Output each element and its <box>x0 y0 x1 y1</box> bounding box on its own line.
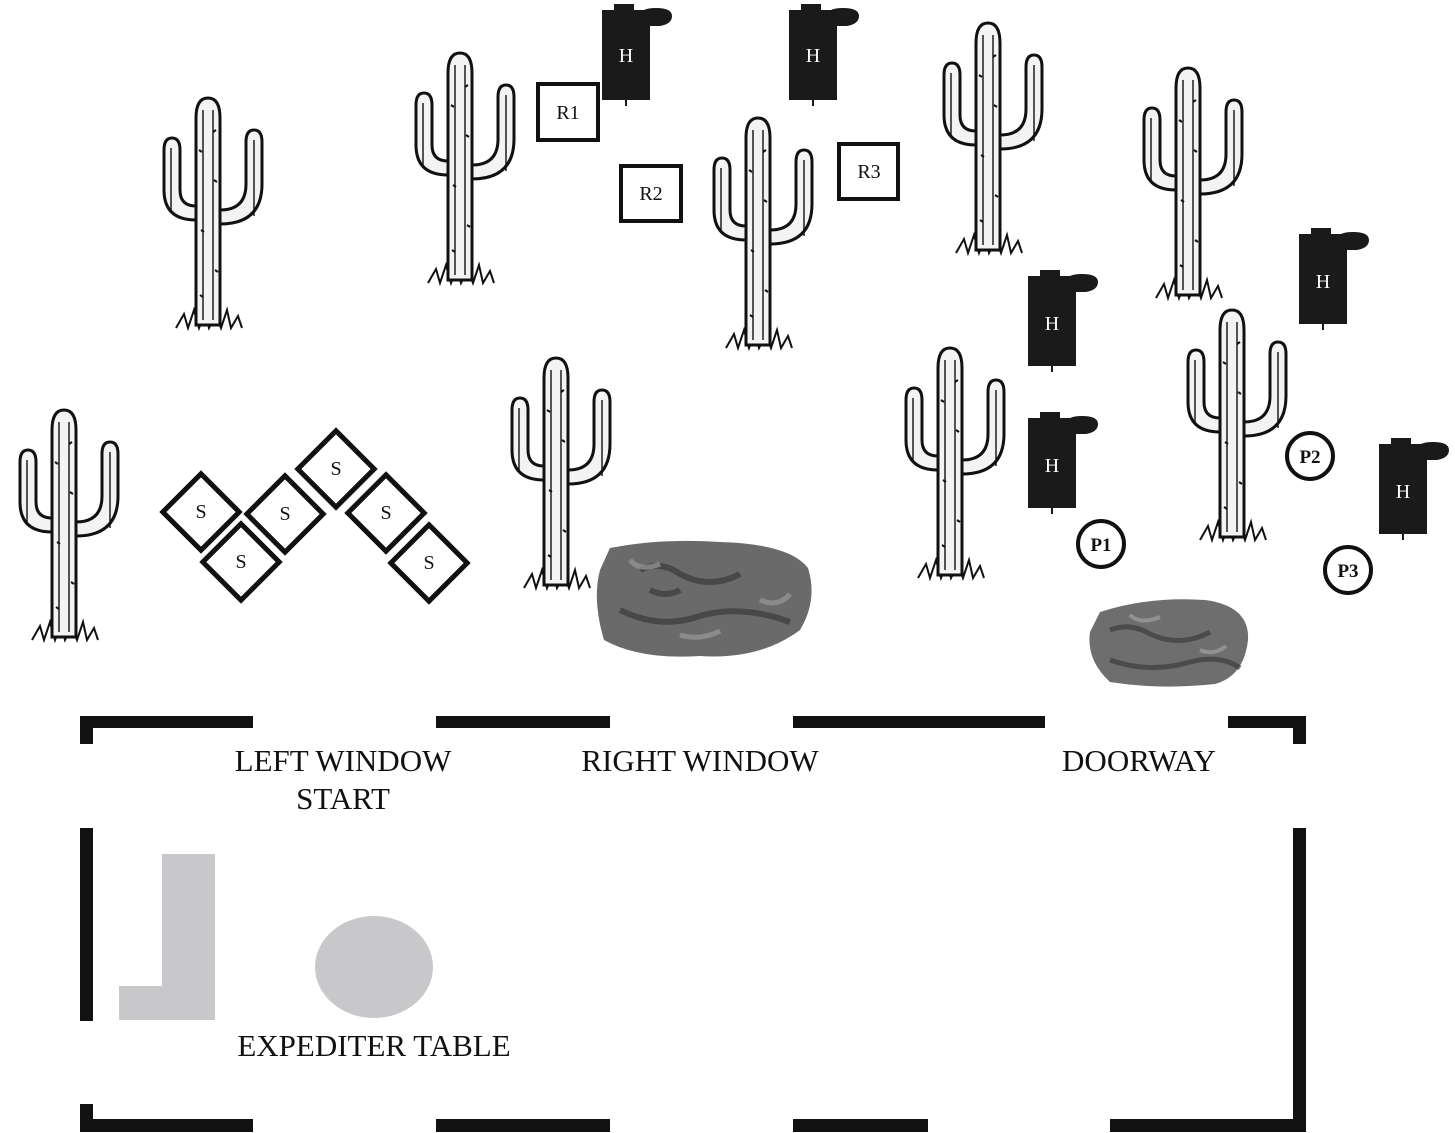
svg-text:R2: R2 <box>639 183 662 205</box>
svg-text:S: S <box>279 503 290 525</box>
svg-text:P2: P2 <box>1299 447 1320 468</box>
svg-text:R1: R1 <box>556 102 579 124</box>
cactus-icon-7 <box>512 358 610 588</box>
svg-text:S: S <box>380 502 391 524</box>
cactus-icon-2 <box>416 53 514 283</box>
cactus-icon-8 <box>906 348 1004 578</box>
cactus-icon-1 <box>164 98 262 328</box>
svg-text:S: S <box>235 551 246 573</box>
svg-text:S: S <box>195 501 206 523</box>
target-h-2: H <box>789 4 859 106</box>
boulder-icon-2 <box>1089 599 1248 686</box>
cactus-icon-4 <box>944 23 1042 253</box>
svg-text:H: H <box>806 45 820 67</box>
svg-text:S: S <box>330 458 341 480</box>
cactus-icon-5 <box>1144 68 1242 298</box>
target-p3: P3 <box>1325 547 1371 593</box>
cactus-icon-6 <box>20 410 118 640</box>
svg-text:H: H <box>1045 313 1059 335</box>
target-r3: R3 <box>839 144 898 199</box>
target-p2: P2 <box>1287 433 1333 479</box>
start-label: START <box>296 781 390 816</box>
svg-text:H: H <box>619 45 633 67</box>
cactus-icon-3 <box>714 118 812 348</box>
expediter-table <box>315 916 433 1018</box>
left-window-label: LEFT WINDOW <box>235 743 452 778</box>
boulder-icon-1 <box>597 541 812 657</box>
cactus-icon-9 <box>1188 310 1286 540</box>
expediter-table-label: EXPEDITER TABLE <box>237 1028 510 1063</box>
svg-text:P1: P1 <box>1090 535 1111 556</box>
svg-text:R3: R3 <box>857 161 880 183</box>
building-walls <box>80 716 1306 1132</box>
doorway-label: DOORWAY <box>1062 743 1216 778</box>
svg-text:P3: P3 <box>1337 561 1358 582</box>
svg-text:H: H <box>1396 481 1410 503</box>
right-window-label: RIGHT WINDOW <box>581 743 819 778</box>
target-h-6: H <box>1379 438 1449 540</box>
svg-text:S: S <box>423 552 434 574</box>
svg-text:H: H <box>1045 455 1059 477</box>
target-h-5: H <box>1299 228 1369 330</box>
l-shaped-counter <box>119 854 215 1020</box>
svg-text:H: H <box>1316 271 1330 293</box>
target-r1: R1 <box>538 84 598 140</box>
target-p1: P1 <box>1078 521 1124 567</box>
target-r2: R2 <box>621 166 681 221</box>
target-h-4: H <box>1028 412 1098 514</box>
target-h-3: H <box>1028 270 1098 372</box>
target-h-1: H <box>602 4 672 106</box>
